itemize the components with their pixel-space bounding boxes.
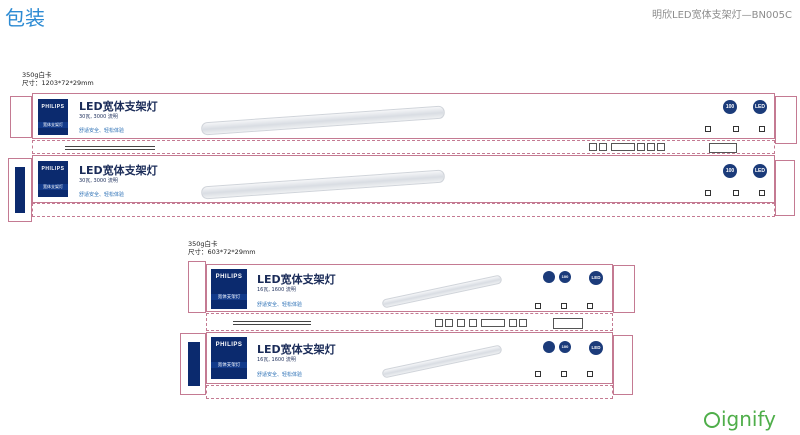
barcode-box <box>709 143 737 153</box>
philips-logo-block: PHILIPS 宽体支架灯 <box>38 161 68 197</box>
checkbox-2 <box>733 190 739 196</box>
led-badge: LED <box>589 341 603 355</box>
checkbox-1 <box>535 371 541 377</box>
checkbox-1 <box>705 190 711 196</box>
dimension-label: 尺寸：1203*72*29mm <box>22 79 94 87</box>
dimension-drawing <box>233 321 311 325</box>
watt-badge: 100 <box>559 271 571 283</box>
front-panel-large: PHILIPS 宽体支架灯 LED宽体支架灯 30瓦, 3000 流明 舒适安全… <box>32 93 775 139</box>
tube-image <box>381 344 503 379</box>
philips-logo-block: PHILIPS 宽体支架灯 <box>211 269 247 309</box>
cert-icon-3 <box>457 319 465 327</box>
led-badge: LED <box>589 271 603 285</box>
product-title: LED宽体支架灯 <box>79 164 158 177</box>
product-features: 舒适安全、轻松体验 <box>257 372 303 378</box>
checkbox-2 <box>733 126 739 132</box>
product-title: LED宽体支架灯 <box>79 100 158 113</box>
signify-logo: ignify <box>703 407 776 431</box>
product-features: 舒适安全、轻松体验 <box>79 128 125 134</box>
end-flap-top-right <box>775 96 797 144</box>
cert-icon-5 <box>481 319 505 327</box>
product-spec: 16瓦, 1600 流明 <box>257 357 296 363</box>
product-name-bar: 宽体支架灯 <box>38 122 68 128</box>
product-spec: 30瓦, 3000 流明 <box>79 178 118 184</box>
side-logo-strip <box>188 342 200 386</box>
end-flap-top-left-small <box>188 261 206 313</box>
checkbox-1 <box>705 126 711 132</box>
cert-icon-2 <box>599 143 607 151</box>
product-features: 舒适安全、轻松体验 <box>79 192 125 198</box>
product-spec: 16瓦, 1600 流明 <box>257 287 296 293</box>
material-label: 350g白卡 <box>22 71 52 79</box>
front-panel-small: PHILIPS 宽体支架灯 LED宽体支架灯 16瓦, 1600 流明 舒适安全… <box>206 264 613 312</box>
cert-icon-1 <box>435 319 443 327</box>
checkbox-2 <box>561 371 567 377</box>
product-spec: 30瓦, 3000 流明 <box>79 114 118 120</box>
end-flap-bottom-right-small <box>613 335 633 395</box>
glue-flap-large <box>32 203 775 217</box>
cert-icon-6 <box>657 143 665 151</box>
cert-icon-4 <box>637 143 645 151</box>
watt-badge: 100 <box>723 100 737 114</box>
philips-logo: PHILIPS <box>41 166 65 172</box>
signify-mark-icon <box>703 411 720 428</box>
philips-logo-block: PHILIPS 宽体支架灯 <box>38 99 68 135</box>
material-label: 350g白卡 <box>188 240 218 248</box>
led-badge: LED <box>753 164 767 178</box>
tube-image <box>200 169 446 200</box>
cert-icon-6 <box>509 319 517 327</box>
side-logo-strip <box>15 167 25 213</box>
end-flap-top-left <box>10 96 32 138</box>
end-flap-top-right-small <box>613 265 635 313</box>
philips-logo: PHILIPS <box>215 274 243 280</box>
label-strip-large <box>32 140 775 154</box>
round-badge <box>543 341 555 353</box>
cert-icon-5 <box>647 143 655 151</box>
checkbox-2 <box>561 303 567 309</box>
watt-badge: 100 <box>559 341 571 353</box>
small-box-spec: 350g白卡 尺寸：603*72*29mm <box>188 240 256 256</box>
product-name-bar: 宽体支架灯 <box>211 362 247 368</box>
document-title: 明欣LED宽体支架灯—BN005C <box>652 10 792 21</box>
cert-icon-4 <box>469 319 477 327</box>
end-flap-bottom-left <box>8 158 32 222</box>
checkbox-3 <box>587 303 593 309</box>
back-panel-small: PHILIPS 宽体支架灯 LED宽体支架灯 16瓦, 1600 流明 舒适安全… <box>206 332 613 384</box>
page-title: 包装 <box>5 6 45 30</box>
product-name-bar: 宽体支架灯 <box>211 294 247 300</box>
checkbox-3 <box>587 371 593 377</box>
checkbox-3 <box>759 190 765 196</box>
cert-icon-2 <box>445 319 453 327</box>
checkbox-1 <box>535 303 541 309</box>
led-badge: LED <box>753 100 767 114</box>
end-flap-bottom-left-small <box>180 333 206 395</box>
dimension-drawing <box>65 146 155 150</box>
glue-flap-small <box>206 385 613 399</box>
signify-wordmark: ignify <box>720 407 776 431</box>
end-flap-bottom-right <box>775 160 795 216</box>
cert-icon-3 <box>611 143 635 151</box>
back-panel-large: PHILIPS 宽体支架灯 LED宽体支架灯 30瓦, 3000 流明 舒适安全… <box>32 155 775 203</box>
barcode-box <box>553 318 583 329</box>
product-name-bar: 宽体支架灯 <box>38 184 68 190</box>
philips-logo: PHILIPS <box>215 342 243 348</box>
product-title: LED宽体支架灯 <box>257 343 336 356</box>
tube-image <box>381 274 503 309</box>
dimension-label: 尺寸：603*72*29mm <box>188 248 256 256</box>
large-box-spec: 350g白卡 尺寸：1203*72*29mm <box>22 71 94 87</box>
checkbox-3 <box>759 126 765 132</box>
product-features: 舒适安全、轻松体验 <box>257 302 303 308</box>
product-title: LED宽体支架灯 <box>257 273 336 286</box>
round-badge <box>543 271 555 283</box>
label-strip-small <box>206 313 613 331</box>
watt-badge: 100 <box>723 164 737 178</box>
philips-logo-block: PHILIPS 宽体支架灯 <box>211 337 247 379</box>
cert-icon-1 <box>589 143 597 151</box>
tube-image <box>200 105 446 136</box>
cert-icon-7 <box>519 319 527 327</box>
philips-logo: PHILIPS <box>41 104 65 110</box>
